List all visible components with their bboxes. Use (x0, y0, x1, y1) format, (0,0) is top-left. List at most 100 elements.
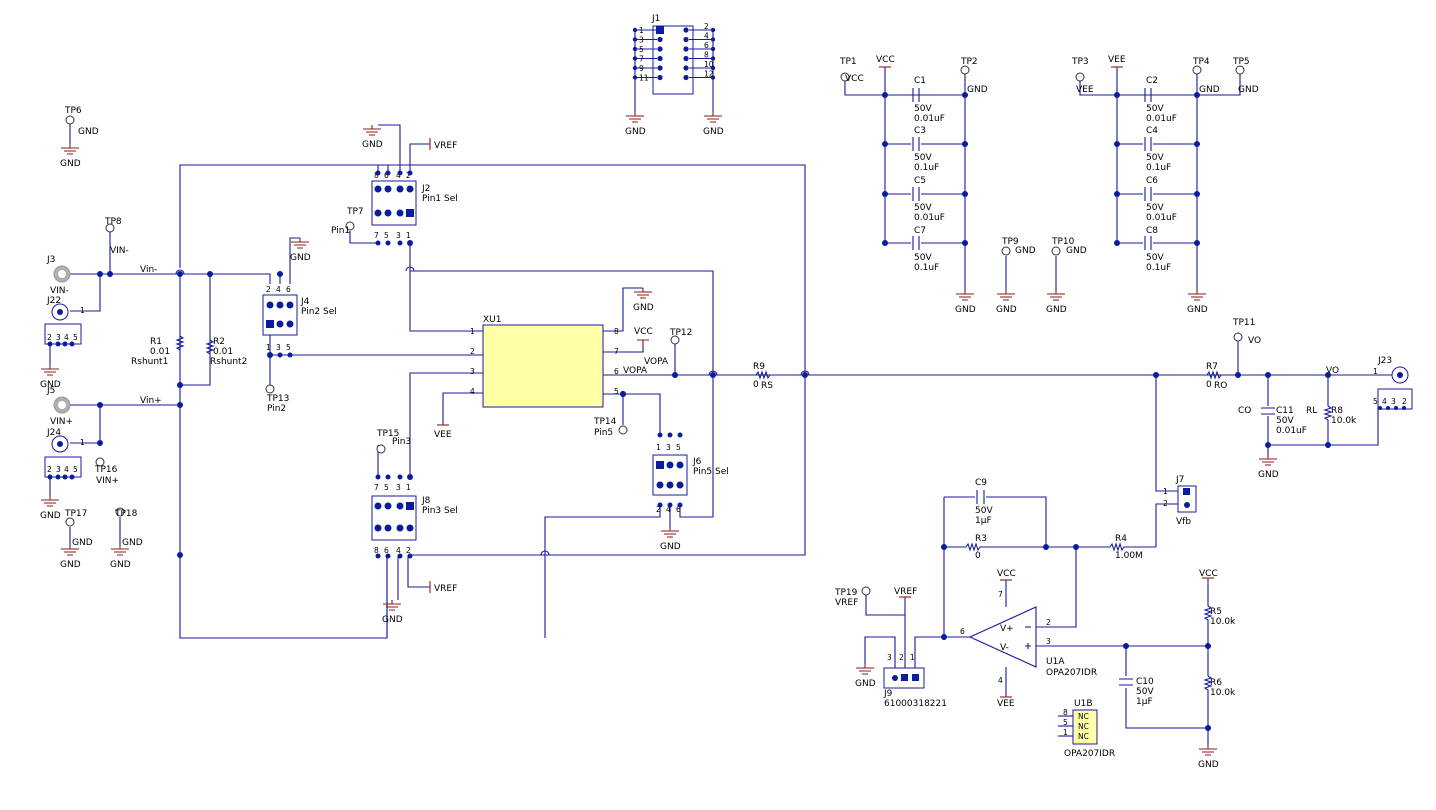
net-label-vcc-divider: VCC (1199, 569, 1218, 579)
j6-label: Pin5 Sel (693, 467, 729, 477)
c6-value: 0.01uF (1146, 213, 1177, 223)
j8-pin-end (375, 553, 381, 559)
testpoint-net: VIN- (110, 246, 129, 256)
j22-pin-dot (55, 341, 61, 347)
j2-pin-4: 4 (396, 171, 401, 180)
j8-ref: J8 (421, 496, 431, 506)
c5-voltage: 50V (914, 203, 932, 213)
j8-pin-dot (374, 502, 382, 510)
ground-icon-lines (997, 290, 1015, 301)
junction-dot (177, 271, 183, 277)
testpoint-ref: TP16 (94, 465, 118, 475)
u1b-body (1072, 709, 1098, 745)
testpoint-ref: TP14 (593, 417, 617, 427)
j8-pin-dot (384, 524, 392, 532)
junction-dot (97, 402, 103, 408)
j23-pin-1: 1 (1373, 367, 1378, 376)
j6-pin-end (657, 432, 663, 438)
j6-pin-2: 2 (656, 505, 661, 514)
junction-dot (207, 271, 213, 277)
testpoint-circle (376, 444, 386, 454)
c9-symbol (976, 490, 985, 504)
ground-label: GND (855, 679, 876, 689)
j2-pin-dot (384, 185, 392, 193)
ground-icon: GND (996, 290, 1017, 315)
j7-pin-square (1183, 488, 1190, 495)
r4-ref: R4 (1115, 534, 1127, 544)
r7-ref: R7 (1206, 362, 1218, 372)
j2-pin-6: 6 (384, 171, 389, 180)
j2-pin-dot (396, 209, 404, 217)
ground-icon: GND (110, 545, 131, 570)
xu1-pin-2: 2 (470, 347, 475, 356)
j9-pin-2: 2 (899, 653, 904, 662)
ground-icon-lines (626, 112, 644, 123)
ground-icon: GND (290, 238, 311, 263)
j24-pin-1: 1 (80, 438, 85, 447)
xu1-pin-8: 8 (614, 327, 619, 336)
c2-voltage: 50V (1146, 104, 1164, 114)
ground-icon-lines (41, 496, 59, 507)
j1-pin-number: 10 (704, 60, 714, 69)
c2-ref: C2 (1146, 76, 1158, 86)
testpoint-ref: TP9 (1001, 237, 1019, 247)
net-label-vcc-xu1: VCC (634, 327, 653, 337)
ground-label: GND (633, 303, 654, 313)
c7-symbol (912, 236, 920, 250)
ground-icon-lines (634, 288, 652, 299)
j5-banana-hole (58, 401, 66, 409)
ground-label: GND (660, 542, 681, 552)
j1-pin-number: 7 (639, 55, 644, 64)
ground-icon: GND (1198, 745, 1219, 770)
testpoint-ref: TP1 (839, 57, 857, 67)
junction-dot (177, 382, 183, 388)
j1-pin-dot (657, 36, 663, 43)
u1a-vplus-label: V+ (1000, 624, 1014, 634)
u1b-nc-1: NC (1078, 712, 1089, 721)
j8-pin-dot (384, 502, 392, 510)
net-label-vee-top: VEE (1108, 55, 1126, 65)
xu1-body (482, 324, 604, 408)
testpoint-ref: TP5 (1232, 57, 1250, 67)
j2-pin-dot (374, 185, 382, 193)
j6-pin-3: 3 (666, 443, 671, 452)
j24-pin-3: 3 (56, 465, 61, 474)
j24-gnd-wire (49, 476, 72, 496)
r9-symbol (755, 370, 771, 380)
j8-label: Pin3 Sel (422, 506, 458, 516)
c10-symbol (1119, 678, 1133, 686)
testpoint-ref: TP4 (1192, 57, 1210, 67)
j23-pin-3: 3 (1391, 397, 1396, 406)
testpoint-circle (105, 223, 115, 233)
ground-label: GND (955, 305, 976, 315)
j8-pin-dot (396, 502, 404, 510)
j7-pin-1: 1 (1163, 487, 1168, 496)
u1a-opamp: V+ V- 6 2 3 7 4 U1A OPA207IDR (960, 590, 1097, 685)
testpoint-net: GND (1015, 246, 1036, 256)
testpoint-circle (861, 586, 871, 596)
u1a-ref: U1A (1046, 657, 1065, 667)
net-label-vref-j2: VREF (434, 141, 457, 151)
junction-dot (962, 240, 968, 246)
j2-pin1-square (406, 209, 414, 217)
j4-pin-dot (286, 301, 294, 309)
c11-name: CO (1238, 406, 1251, 416)
j2-label: Pin1 Sel (422, 194, 458, 204)
j8-pin-end (397, 474, 403, 480)
junction-dot (107, 271, 113, 277)
j4-pin-dot (276, 320, 284, 328)
u1b-block: U1B OPA207IDR 8 5 1 NC NC NC (1063, 699, 1115, 759)
j24-pin-2: 2 (47, 465, 52, 474)
c8-symbol (1144, 236, 1152, 250)
r2-value: 0.01 (213, 347, 233, 357)
r9-ref: R9 (753, 362, 765, 372)
u1a-pin-vee: 4 (998, 676, 1003, 685)
j6-ref: J6 (692, 457, 702, 467)
ground-label: GND (40, 511, 61, 521)
testpoint-net: VEE (1076, 85, 1094, 95)
j9-ref: J9 (883, 689, 893, 699)
c7-voltage: 50V (914, 253, 932, 263)
